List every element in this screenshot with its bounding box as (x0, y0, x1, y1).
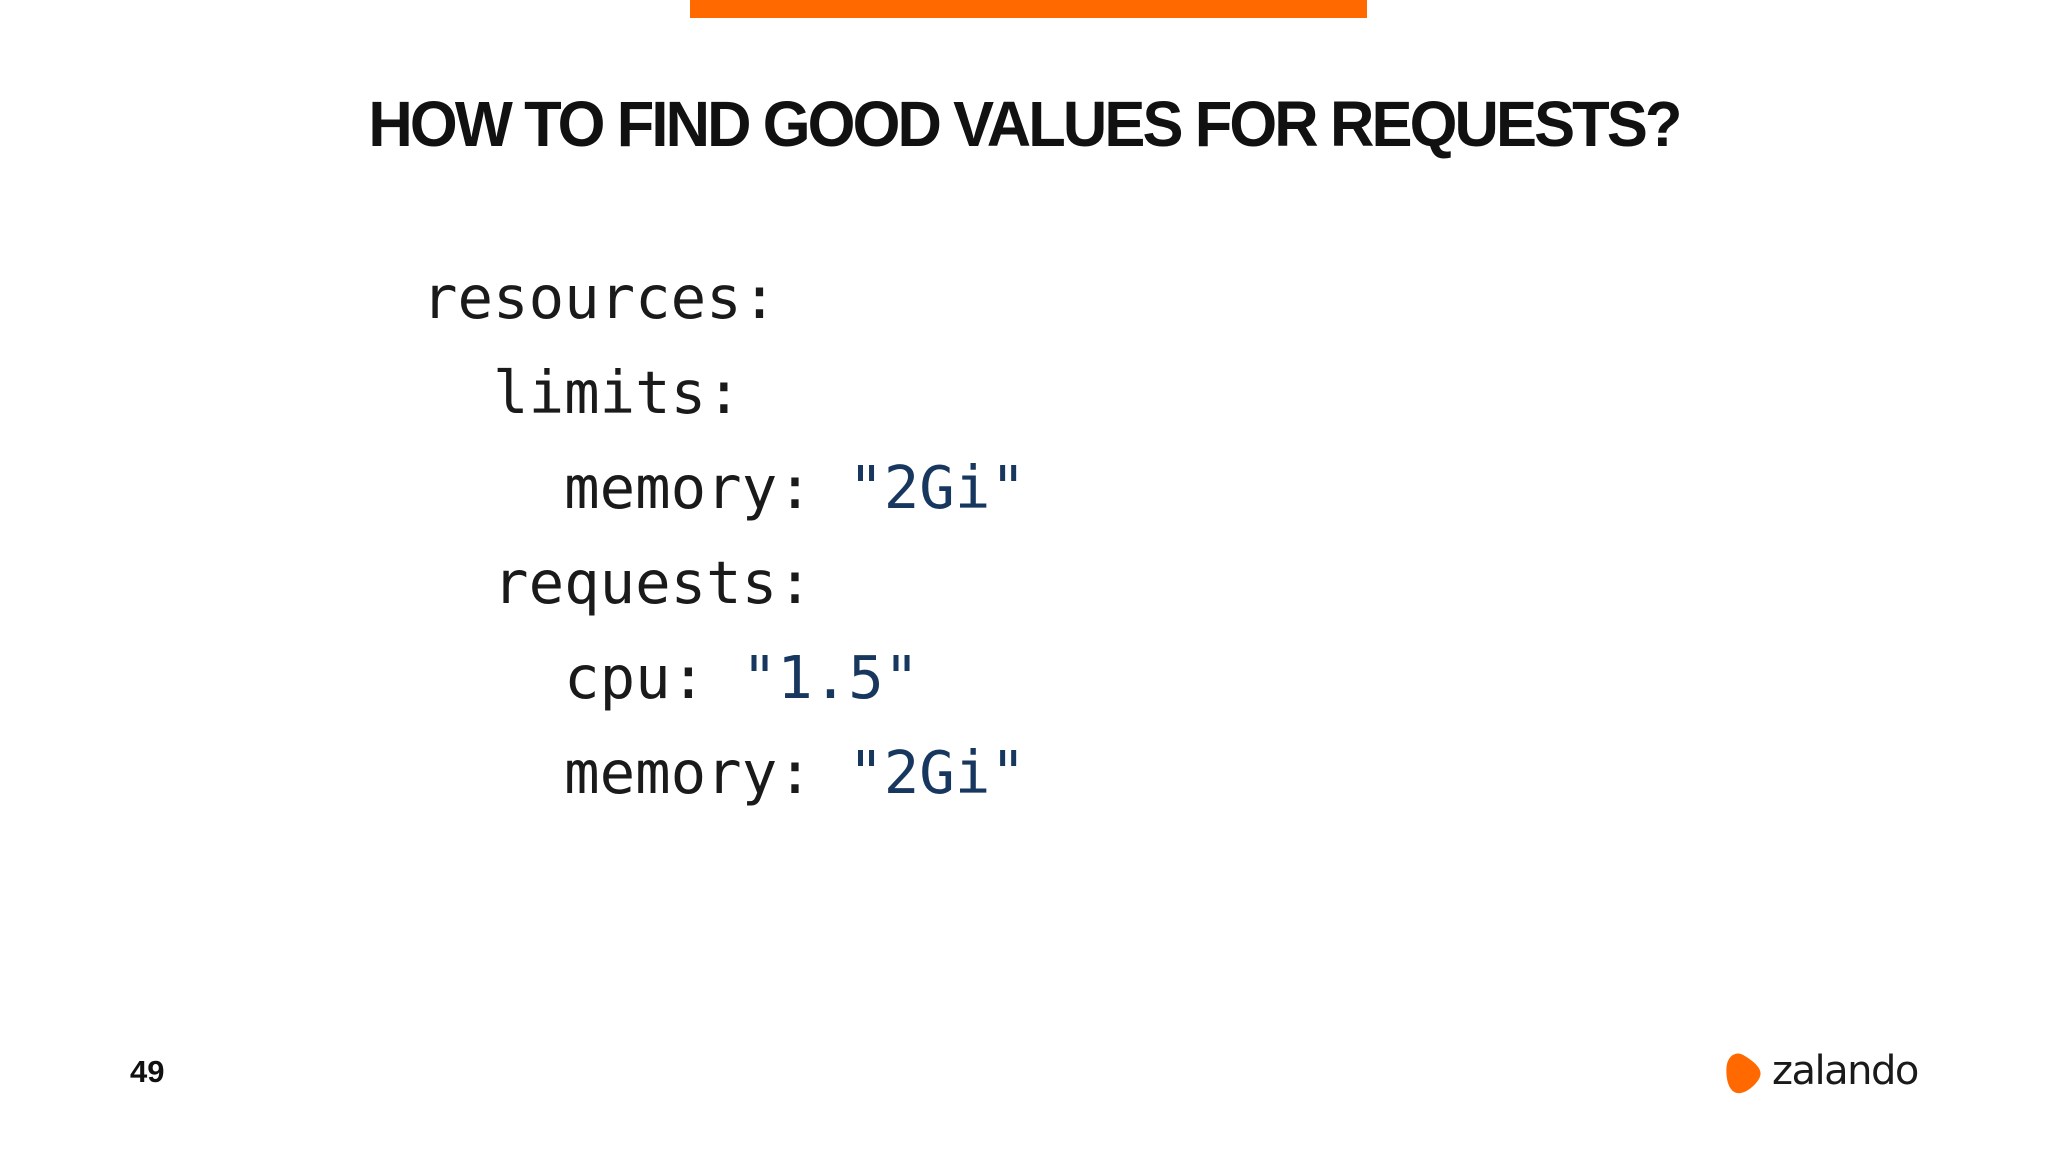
yaml-key: requests: (422, 548, 813, 617)
code-line: resources: (422, 250, 1026, 345)
yaml-value: "2Gi" (848, 738, 1026, 807)
page-number: 49 (130, 1054, 165, 1089)
code-line: limits: (422, 345, 1026, 440)
yaml-code-block: resources: limits: memory: "2Gi" request… (422, 250, 1026, 820)
code-line: requests: (422, 535, 1026, 630)
yaml-key: limits: (422, 358, 742, 427)
yaml-key: resources: (422, 263, 778, 332)
code-line: memory: "2Gi" (422, 440, 1026, 535)
zalando-logo-icon (1726, 1052, 1761, 1093)
yaml-key: cpu: (422, 643, 742, 712)
zalando-logo: zalando (1724, 1048, 1919, 1097)
yaml-key: memory: (422, 738, 849, 807)
yaml-value: "2Gi" (848, 453, 1026, 522)
yaml-key: memory: (422, 453, 849, 522)
accent-bar (690, 0, 1367, 18)
code-line: memory: "2Gi" (422, 725, 1026, 820)
code-line: cpu: "1.5" (422, 630, 1026, 725)
zalando-logo-text: zalando (1772, 1048, 1919, 1094)
slide-title: HOW TO FIND GOOD VALUES FOR REQUESTS? (368, 88, 1682, 160)
yaml-value: "1.5" (741, 643, 920, 712)
